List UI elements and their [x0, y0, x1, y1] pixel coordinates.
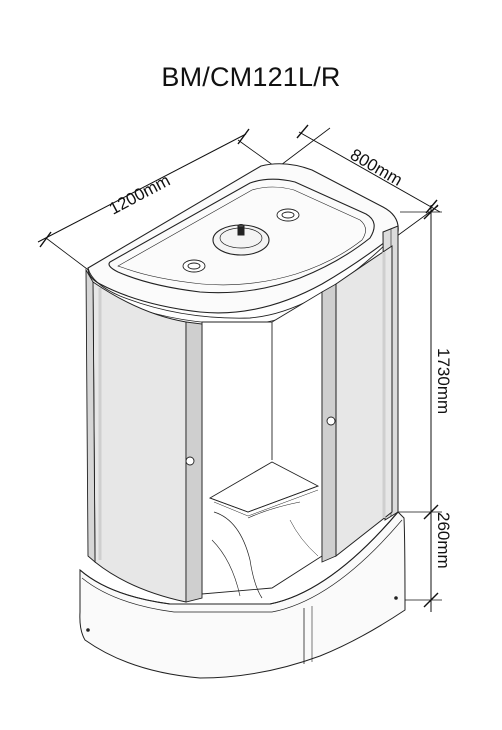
dimension-heights: 1730mm 260mm: [395, 204, 453, 612]
cabin-interior: [201, 291, 323, 599]
right-door-handle: [326, 416, 336, 426]
left-door-glass: [85, 268, 203, 603]
model-title: BM/CM121L/R: [161, 62, 341, 92]
speaker-right: [276, 208, 300, 222]
overhead-shower: [212, 224, 270, 256]
length-label: 1200mm: [106, 171, 173, 219]
left-door-handle: [185, 456, 195, 466]
depth-label: 800mm: [347, 145, 406, 190]
height-label: 1730mm: [434, 348, 453, 414]
tray-height-label: 260mm: [434, 512, 453, 569]
shower-tray: [79, 511, 406, 679]
speaker-left: [182, 259, 206, 273]
right-door-glass: [321, 245, 393, 563]
